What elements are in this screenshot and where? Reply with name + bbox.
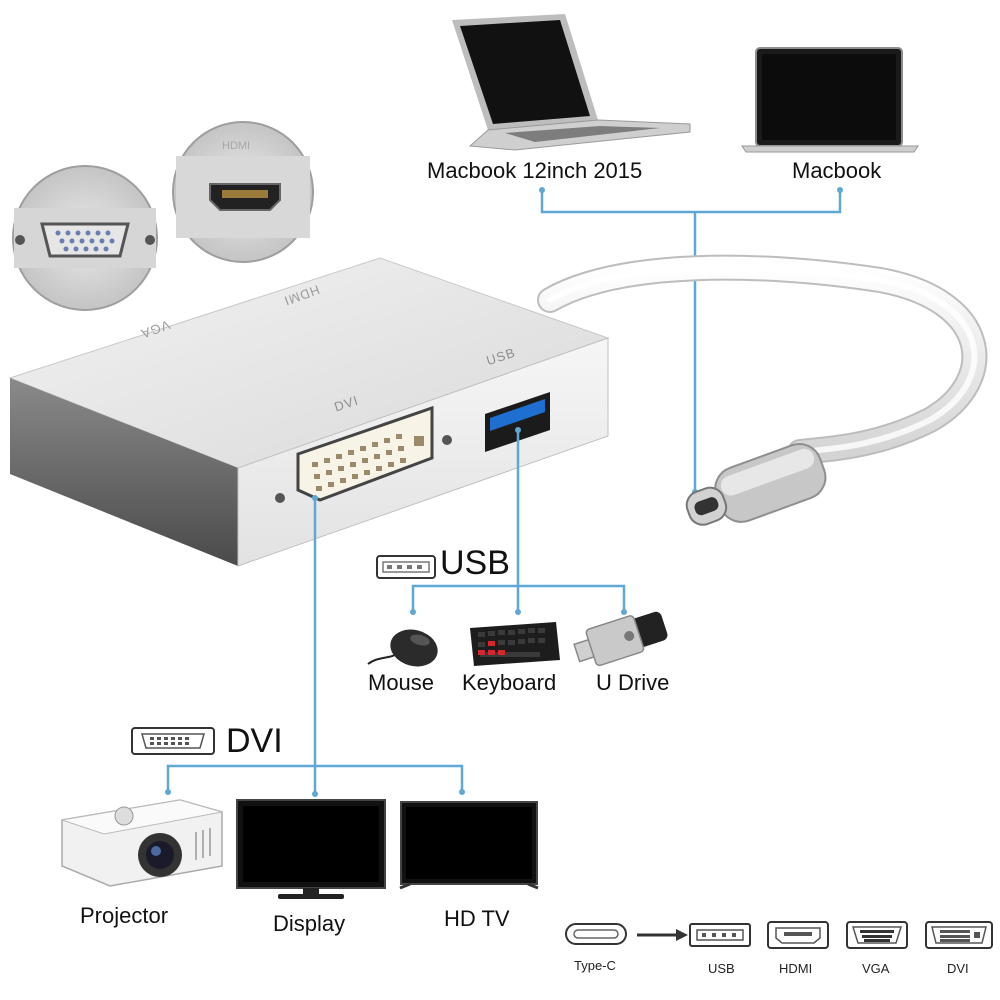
dvi-port-symbol-icon	[131, 727, 215, 755]
adapter-box	[8, 257, 610, 567]
dvi-item-hd-tv: HD TV	[444, 906, 510, 931]
type-c-cable	[537, 254, 988, 526]
legend-arrow-icon	[637, 929, 688, 941]
keyboard-icon	[470, 622, 560, 666]
dvi-item-display: Display	[273, 911, 346, 936]
laptop-right-label: Macbook	[792, 158, 882, 183]
hdmi-closeup-label: HDMI	[222, 140, 251, 152]
vga-closeup-circle	[12, 165, 158, 311]
usb-item-keyboard: Keyboard	[462, 670, 557, 695]
hdmi-closeup-circle	[172, 121, 314, 263]
laptop-left-label: Macbook 12inch 2015	[427, 158, 643, 183]
dvi-item-projector: Projector	[80, 903, 169, 928]
mouse-icon	[367, 629, 438, 667]
tv-icon	[399, 801, 539, 890]
dvi-connector-lines	[166, 498, 464, 794]
monitor-icon	[236, 799, 386, 899]
laptop-right-illustration	[741, 47, 919, 153]
usb-item-u-drive: U Drive	[596, 670, 670, 695]
legend-typec-icon	[565, 923, 627, 945]
legend-dvi-icon	[925, 921, 993, 949]
legend-label-usb: USB	[708, 961, 735, 976]
laptop-left-illustration	[452, 14, 691, 151]
legend-label-hdmi: HDMI	[779, 961, 813, 976]
dvi-group-title: DVI	[226, 722, 283, 760]
usb-item-mouse: Mouse	[368, 670, 435, 695]
legend-label-dvi: DVI	[947, 961, 969, 976]
legend-hdmi-icon	[767, 921, 829, 949]
usb-port-symbol-icon	[376, 555, 436, 579]
usb-drive-icon	[573, 611, 668, 667]
usb-group-title: USB	[440, 544, 510, 582]
projector-icon	[61, 799, 223, 887]
usb-connector-lines	[411, 430, 626, 612]
legend-label-typec: Type-C	[574, 958, 616, 973]
legend-usb-icon	[689, 923, 751, 947]
legend-label-vga: VGA	[862, 961, 890, 976]
legend-vga-icon	[846, 921, 908, 949]
